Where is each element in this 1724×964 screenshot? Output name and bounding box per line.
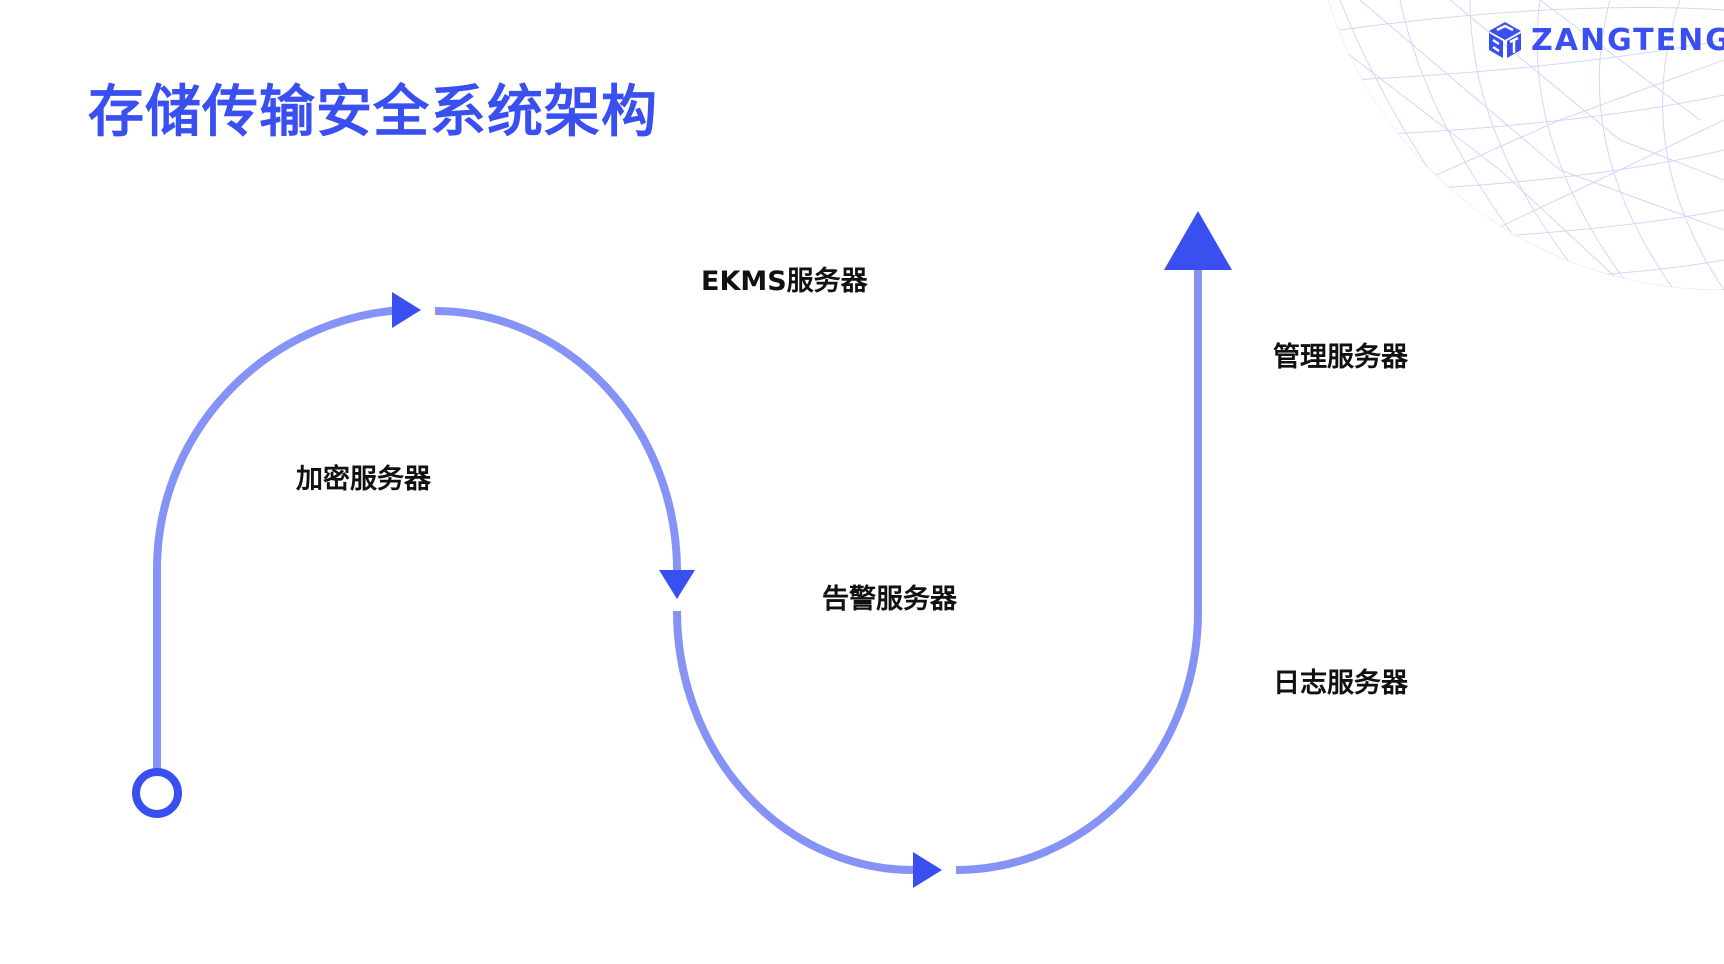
node-label-alert: 告警服务器	[822, 584, 957, 615]
arrow-right-icon	[913, 852, 942, 888]
flow-segment-2	[434, 307, 682, 576]
arrow-right-icon	[392, 292, 421, 328]
arrow-down-icon	[659, 570, 695, 599]
flow-segment-1	[152, 306, 401, 771]
node-label-mgmt: 管理服务器	[1273, 342, 1408, 373]
cube-logo-icon	[1489, 22, 1521, 58]
node-label-ekms: EKMS服务器	[701, 266, 868, 297]
page-title: 存储传输安全系统架构	[88, 80, 658, 145]
arrow-up-icon	[1164, 211, 1232, 270]
node-label-encrypt: 加密服务器	[296, 464, 431, 495]
brand-name: ZANGTENG	[1531, 22, 1724, 58]
flow-segment-4	[955, 268, 1202, 874]
flow-segment-3	[673, 610, 916, 875]
brand-logo: ZANGTENG	[1487, 18, 1724, 62]
node-label-log: 日志服务器	[1273, 668, 1408, 699]
start-node-icon	[132, 768, 182, 818]
